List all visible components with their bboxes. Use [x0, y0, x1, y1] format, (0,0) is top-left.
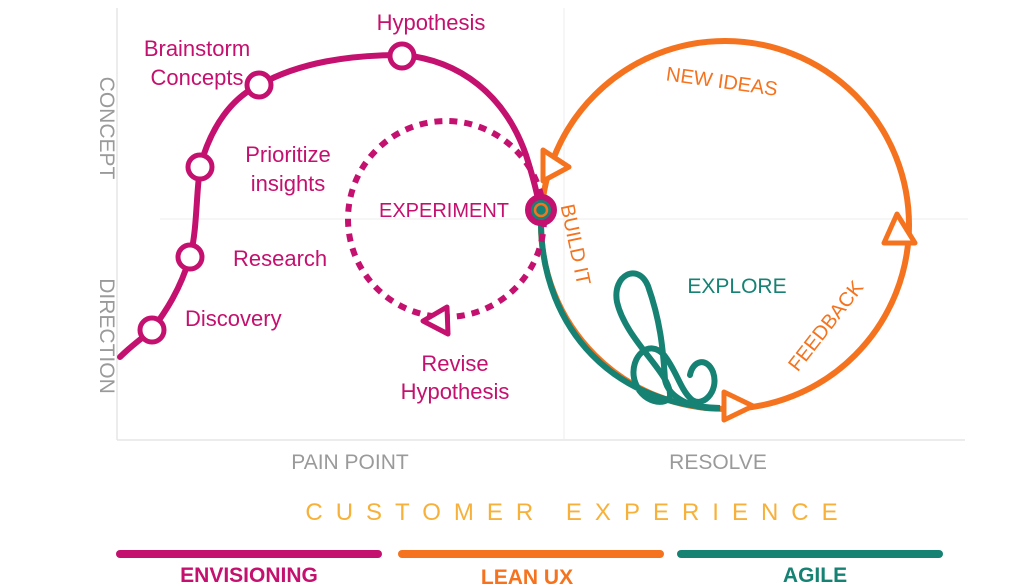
- feedback-arrow-icon: [881, 211, 918, 246]
- phase-label-lean-ux: LEAN UX: [481, 566, 573, 586]
- revise-label-line2: Hypothesis: [401, 379, 510, 404]
- lean-ux-loop: [538, 38, 912, 412]
- discovery-node: [137, 315, 167, 345]
- discovery-label: Discovery: [185, 306, 282, 331]
- y-axis-label-concept: CONCEPT: [95, 77, 118, 180]
- y-axis-label-direction: DIRECTION: [95, 278, 118, 394]
- resolve-arrow-icon: [721, 389, 756, 423]
- prioritize-label-line2: insights: [251, 171, 326, 196]
- hypothesis-label: Hypothesis: [377, 10, 486, 35]
- brainstorm-node: [244, 70, 274, 100]
- x-axis-label-pain-point: PAIN POINT: [291, 451, 409, 474]
- brainstorm-label-line2: Concepts: [151, 65, 244, 90]
- customer-experience-label: CUSTOMER EXPERIENCE: [305, 499, 850, 526]
- prioritize-node: [185, 152, 215, 182]
- experiment-node-ring: [533, 202, 549, 218]
- hypothesis-node: [387, 41, 417, 71]
- prioritize-label-line1: Prioritize: [245, 142, 331, 167]
- new-ideas-arrow-icon: [540, 147, 572, 184]
- envisioning-curve: [117, 51, 543, 360]
- research-node: [175, 242, 205, 272]
- experiment-node: [525, 194, 557, 226]
- explore-label: EXPLORE: [687, 275, 786, 298]
- experiment-label: EXPERIMENT: [379, 200, 509, 222]
- phase-label-agile: AGILE: [783, 564, 847, 586]
- x-axis-label-resolve: RESOLVE: [669, 451, 767, 474]
- brainstorm-label-line1: Brainstorm: [144, 36, 250, 61]
- revise-arrow-icon: [420, 304, 451, 337]
- research-label: Research: [233, 246, 327, 271]
- new-ideas-label: NEW IDEAS: [665, 63, 779, 100]
- build-it-label: BUILD IT: [556, 202, 595, 287]
- agile-explore-curve: [538, 222, 721, 412]
- feedback-label: FEEDBACK: [784, 277, 868, 376]
- phase-label-envisioning: ENVISIONING: [180, 564, 318, 586]
- revise-label-line1: Revise: [421, 351, 488, 376]
